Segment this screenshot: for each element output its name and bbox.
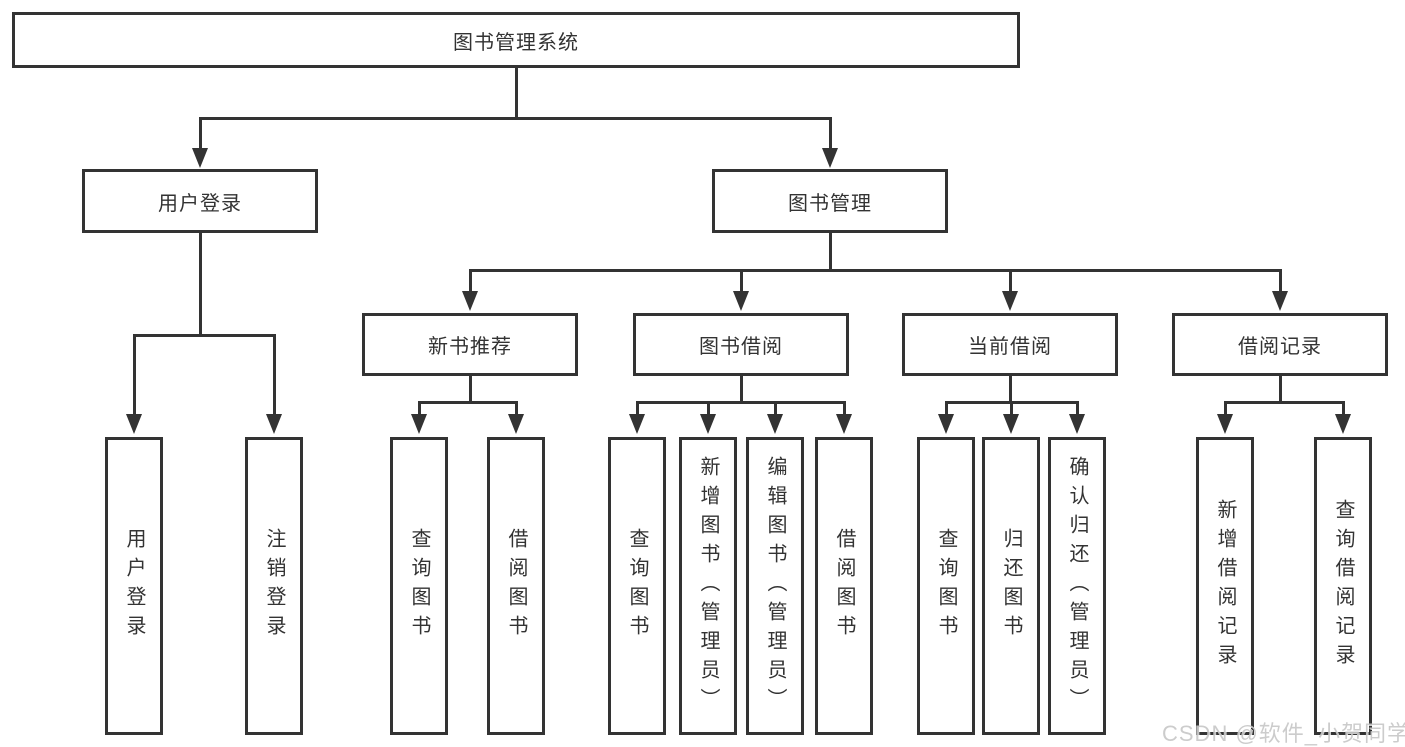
node-label: 图书管理: [788, 192, 872, 215]
arrow-down-icon: [836, 414, 852, 434]
connector-line: [829, 117, 832, 150]
leaf-confirm-return-admin: 确认归还（管理员）: [1048, 437, 1106, 735]
arrow-down-icon: [1272, 291, 1288, 311]
leaf-return-book: 归还图书: [982, 437, 1040, 735]
leaf-edit-book-admin: 编辑图书（管理员）: [746, 437, 804, 735]
leaf-label: 借阅图书: [833, 528, 855, 644]
connector-line: [636, 401, 846, 404]
leaf-label: 编辑图书（管理员）: [764, 455, 786, 717]
leaf-query-borrow-record: 查询借阅记录: [1314, 437, 1372, 735]
connector-line: [418, 401, 518, 404]
leaf-label: 归还图书: [1000, 528, 1022, 644]
connector-line: [469, 376, 472, 404]
connector-line: [515, 68, 518, 120]
node-current-borrow: 当前借阅: [902, 313, 1118, 376]
leaf-query-books-current: 查询图书: [917, 437, 975, 735]
arrow-down-icon: [733, 291, 749, 311]
arrow-down-icon: [1002, 291, 1018, 311]
connector-line: [199, 233, 202, 337]
leaf-label: 借阅图书: [505, 528, 527, 644]
arrow-down-icon: [126, 414, 142, 434]
connector-line: [133, 334, 136, 414]
connector-line: [1076, 401, 1079, 416]
arrow-down-icon: [700, 414, 716, 434]
connector-line: [1279, 376, 1282, 404]
node-label: 用户登录: [158, 192, 242, 215]
node-label: 图书借阅: [699, 336, 783, 358]
arrow-down-icon: [462, 291, 478, 311]
node-new-book-recommend: 新书推荐: [362, 313, 578, 376]
connector-line: [273, 334, 276, 414]
leaf-logout: 注销登录: [245, 437, 303, 735]
node-book-management: 图书管理: [712, 169, 948, 233]
arrow-down-icon: [192, 148, 208, 168]
connector-line: [199, 117, 832, 120]
arrow-down-icon: [266, 414, 282, 434]
connector-line: [843, 401, 846, 416]
leaf-label: 确认归还（管理员）: [1066, 455, 1088, 717]
arrow-down-icon: [767, 414, 783, 434]
connector-line: [740, 376, 743, 404]
connector-line: [740, 269, 743, 293]
connector-line: [636, 401, 639, 416]
connector-line: [1224, 401, 1227, 416]
arrow-down-icon: [1217, 414, 1233, 434]
connector-line: [469, 269, 1282, 272]
node-label: 图书管理系统: [453, 31, 579, 54]
connector-line: [1224, 401, 1345, 404]
connector-line: [1009, 269, 1012, 293]
leaf-label: 注销登录: [263, 528, 285, 644]
connector-line: [774, 401, 777, 416]
node-user-login: 用户登录: [82, 169, 318, 233]
connector-line: [1342, 401, 1345, 416]
connector-line: [1279, 269, 1282, 293]
leaf-label: 查询借阅记录: [1332, 499, 1354, 673]
connector-line: [515, 401, 518, 416]
arrow-down-icon: [629, 414, 645, 434]
leaf-user-login: 用户登录: [105, 437, 163, 735]
node-label: 当前借阅: [968, 336, 1052, 358]
connector-line: [945, 401, 948, 416]
leaf-add-borrow-record: 新增借阅记录: [1196, 437, 1254, 735]
connector-line: [1009, 376, 1012, 404]
node-label: 借阅记录: [1238, 336, 1322, 358]
connector-line: [133, 334, 276, 337]
arrow-down-icon: [938, 414, 954, 434]
connector-line: [1010, 401, 1013, 416]
node-label: 新书推荐: [428, 336, 512, 358]
leaf-borrow-books: 借阅图书: [815, 437, 873, 735]
arrow-down-icon: [411, 414, 427, 434]
leaf-label: 查询图书: [626, 528, 648, 644]
arrow-down-icon: [1003, 414, 1019, 434]
leaf-label: 新增借阅记录: [1214, 499, 1236, 673]
node-book-borrow: 图书借阅: [633, 313, 849, 376]
leaf-label: 查询图书: [408, 528, 430, 644]
node-library-system: 图书管理系统: [12, 12, 1020, 68]
node-borrow-records: 借阅记录: [1172, 313, 1388, 376]
arrow-down-icon: [1069, 414, 1085, 434]
connector-line: [199, 117, 202, 150]
arrow-down-icon: [508, 414, 524, 434]
leaf-label: 查询图书: [935, 528, 957, 644]
leaf-query-books-recommend: 查询图书: [390, 437, 448, 735]
connector-line: [418, 401, 421, 416]
leaf-query-books-borrow: 查询图书: [608, 437, 666, 735]
connector-line: [469, 269, 472, 293]
arrow-down-icon: [1335, 414, 1351, 434]
leaf-label: 用户登录: [123, 528, 145, 644]
csdn-watermark: CSDN @软件_小贺同学: [1162, 721, 1405, 746]
arrow-down-icon: [822, 148, 838, 168]
leaf-borrow-books-recommend: 借阅图书: [487, 437, 545, 735]
connector-line: [829, 233, 832, 272]
leaf-add-book-admin: 新增图书（管理员）: [679, 437, 737, 735]
leaf-label: 新增图书（管理员）: [697, 455, 719, 717]
connector-line: [707, 401, 710, 416]
